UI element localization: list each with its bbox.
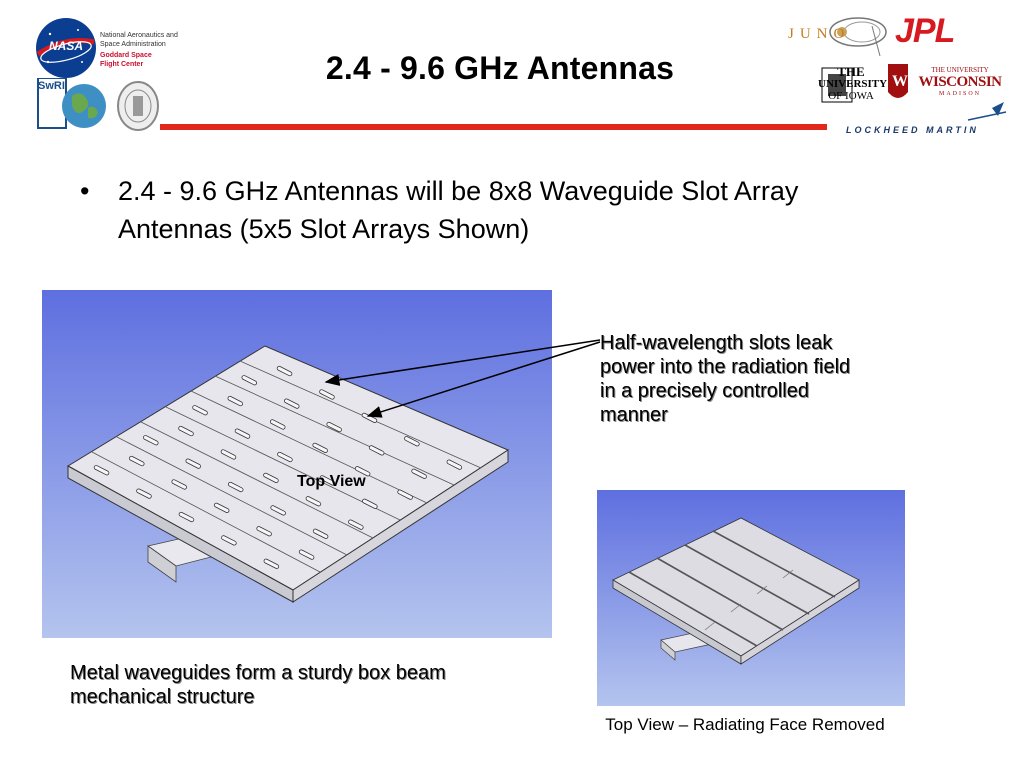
iowa-line1: THE	[837, 64, 865, 79]
waveguide-slot	[298, 549, 315, 560]
lockheed-logo-text: LOCKHEED MARTIN	[846, 125, 979, 135]
waveguide-slot	[221, 535, 237, 546]
caption-left: Metal waveguides form a sturdy box beam …	[70, 662, 446, 708]
waveguide-slot	[241, 375, 258, 386]
waveguide-slot	[178, 425, 194, 437]
waveguide-slot	[263, 558, 280, 569]
partner-logos-left	[36, 77, 166, 133]
iowa-line2: UNIVERSITY	[818, 78, 888, 90]
antenna-render-top-view	[42, 290, 552, 638]
waveguide-slot	[178, 511, 195, 523]
wisconsin-line3: MADISON	[938, 91, 981, 97]
top-view-label: Top View	[297, 473, 366, 490]
waveguide-slot	[319, 475, 336, 486]
partner-logos-right: W	[780, 8, 1020, 148]
nasa-text: National Aeronautics and Space Administr…	[100, 31, 190, 69]
wisconsin-logo: THE UNIVERSITY WISCONSIN MADISON	[915, 66, 1005, 97]
nasa-line3: Goddard Space	[100, 52, 152, 59]
waveguide-slot	[326, 421, 342, 433]
waveguide-slot	[227, 395, 244, 407]
waveguide-slot	[185, 458, 201, 469]
iowa-line3: OF IOWA	[828, 90, 874, 102]
waveguide-slot	[227, 481, 244, 493]
waveguide-slot	[269, 419, 286, 430]
antenna-render-face-removed	[597, 490, 905, 706]
waveguide-slot	[171, 479, 187, 490]
waveguide-slot	[276, 365, 293, 377]
waveguide-slot	[270, 505, 286, 516]
waveguide-slot	[283, 398, 300, 409]
waveguide-slot	[446, 459, 463, 470]
title-divider	[160, 124, 827, 130]
waveguide-slot	[312, 528, 329, 539]
nasa-line4: Flight Center	[100, 61, 144, 68]
bullet-text: 2.4 - 9.6 GHz Antennas will be 8x8 Waveg…	[118, 176, 799, 244]
wisconsin-line2: WISCONSIN	[918, 74, 1002, 90]
nasa-logo-mark: NASA	[48, 39, 83, 53]
waveguide-slot	[93, 465, 110, 476]
waveguide-slot	[256, 526, 272, 537]
iowa-logo: THE UNIVERSITY OF IOWA	[818, 64, 888, 102]
waveguide-slot	[362, 498, 378, 509]
waveguide-slot	[129, 455, 145, 467]
waveguide-slot	[143, 435, 159, 446]
waveguide-slot	[312, 442, 328, 453]
bullet-marker: •	[80, 176, 90, 206]
waveguide-slot	[277, 451, 293, 463]
waveguide-slot	[220, 449, 237, 460]
waveguide-slot	[192, 405, 208, 416]
nasa-logo	[30, 16, 190, 80]
waveguide-slot	[319, 389, 335, 400]
waveguide-slot	[354, 466, 371, 477]
slots-callout: Half-wavelength slots leak power into th…	[600, 332, 851, 426]
waveguide-slot	[404, 436, 420, 447]
svg-text:W: W	[892, 73, 908, 90]
nasa-line2: Space Administration	[100, 41, 166, 48]
slide-title: 2.4 - 9.6 GHz Antennas	[325, 50, 675, 86]
nasa-line1: National Aeronautics and	[100, 32, 178, 39]
waveguide-slot	[397, 489, 413, 500]
waveguide-slot	[213, 502, 230, 513]
swri-logo-text: SwRI	[38, 80, 65, 92]
waveguide-slot	[368, 445, 385, 456]
waveguide-slot	[305, 496, 322, 507]
waveguide-slot	[234, 428, 251, 439]
juno-logo-text: JUNO	[788, 26, 851, 42]
waveguide-slot	[136, 488, 152, 499]
caption-right: Top View – Radiating Face Removed	[605, 715, 885, 734]
wisconsin-line1: THE UNIVERSITY	[931, 66, 989, 74]
waveguide-slot	[263, 472, 279, 483]
waveguide-slot	[411, 468, 427, 479]
jpl-logo-text: JPL	[895, 12, 955, 50]
waveguide-slot	[348, 519, 364, 530]
